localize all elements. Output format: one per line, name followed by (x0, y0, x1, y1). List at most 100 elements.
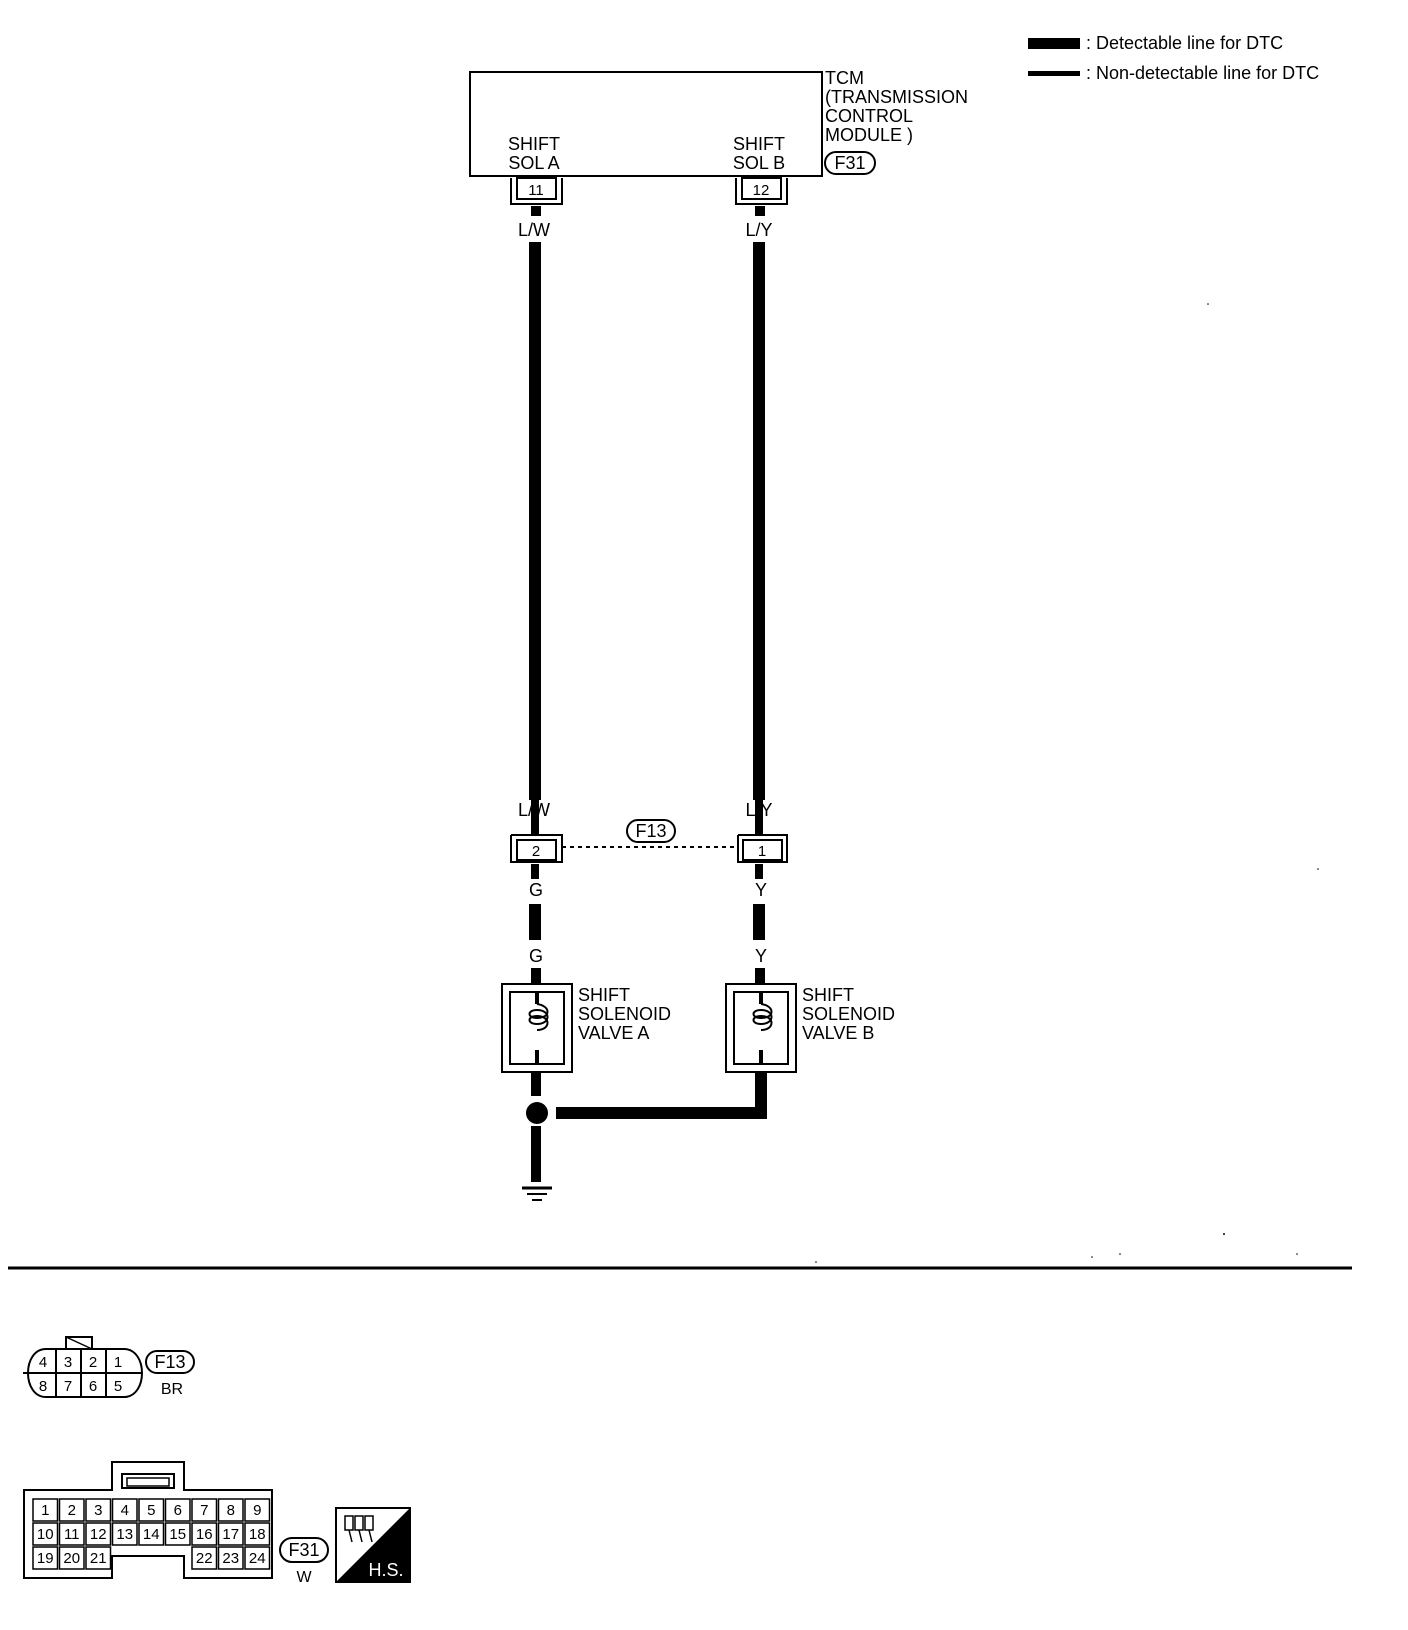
f31-pin-21-cell (85, 1546, 112, 1570)
legend: : Detectable line for DTC : Non-detectab… (1028, 33, 1319, 83)
f31-pin-4-cell (111, 1498, 138, 1522)
f13-pin-2: 2 (89, 1354, 97, 1371)
junction-pin-1-number: 1 (758, 843, 766, 860)
f31-pin-18: 18 (249, 1526, 266, 1543)
f13-color: BR (161, 1381, 183, 1398)
f13-pin-8: 8 (39, 1378, 47, 1395)
solenoid-a: SHIFT SOLENOID VALVE A (501, 983, 671, 1073)
f31-pin-8: 8 (227, 1502, 235, 1519)
f31-pin-14-cell (138, 1522, 165, 1546)
f31-pin-16: 16 (196, 1526, 213, 1543)
wire-b-sol-color: Y (755, 946, 767, 966)
f31-id: F31 (288, 1540, 319, 1560)
tcm-box (469, 71, 823, 177)
legend-non-detectable-swatch (1028, 71, 1080, 76)
solenoid-b: SHIFT SOLENOID VALVE B (725, 983, 895, 1073)
wire-b-detectable-segment (753, 242, 765, 800)
ground-icon (522, 1186, 552, 1201)
f31-pin-22: 22 (196, 1550, 213, 1567)
f31-pin-17-cell (217, 1522, 244, 1546)
hs-badge: H.S. (335, 1507, 411, 1583)
tcm-pin-11: 11 (510, 177, 563, 205)
wire-b-upper: L/Y L/Y (745, 206, 773, 820)
f31-pin-5: 5 (147, 1502, 155, 1519)
f13-pin-7: 7 (64, 1378, 72, 1395)
f31-pin-19: 19 (37, 1550, 54, 1567)
coil-a-icon (528, 1003, 549, 1031)
f31-pin-20: 20 (63, 1550, 80, 1567)
tcm-connector-id: F31 (834, 153, 865, 173)
junction-connector-id: F13 (635, 821, 666, 841)
junction-pin-1: 1 (737, 834, 788, 863)
tcm-terminal-a-label-2: SOL A (508, 153, 559, 173)
tcm-terminal-b-label-1: SHIFT (733, 134, 785, 154)
junction-pin-2-number: 2 (532, 843, 540, 860)
f31-pin-22-cell (191, 1546, 218, 1570)
f31-pin-9-cell (244, 1498, 271, 1522)
f31-color: W (296, 1569, 312, 1586)
f13-id-bubble (145, 1350, 195, 1374)
f13-pin-4: 4 (39, 1354, 47, 1371)
scan-specks (815, 303, 1319, 1263)
wire-b-lower: Y Y (753, 800, 767, 984)
wire-a-top-color: L/W (518, 220, 550, 240)
tcm-title-line-2: (TRANSMISSION (825, 87, 968, 107)
f31-pin-12-cell (85, 1522, 112, 1546)
f31-pin-11: 11 (64, 1526, 80, 1543)
f31-pin-18-cell (244, 1522, 271, 1546)
connector-f13-face: 4 3 2 1 8 7 6 5 F13 BR (23, 1336, 195, 1398)
f31-pin-3: 3 (94, 1502, 102, 1519)
coil-b-icon (752, 1003, 773, 1031)
legend-non-detectable-text: : Non-detectable line for DTC (1086, 63, 1319, 83)
junction-f13: F13 2 1 (510, 819, 788, 863)
f31-pin-16-cell (191, 1522, 218, 1546)
f31-pin-11-cell (58, 1522, 85, 1546)
f31-pin-23-cell (217, 1546, 244, 1570)
f31-pin-1-cell (32, 1498, 59, 1522)
splice-dot (526, 1102, 548, 1124)
tcm-terminal-b-label-2: SOL B (733, 153, 785, 173)
junction-pin-2: 2 (510, 834, 563, 863)
tcm-title-line-3: CONTROL (825, 106, 913, 126)
f31-pin-9: 9 (253, 1502, 261, 1519)
f13-pin-3: 3 (64, 1354, 72, 1371)
wire-a-low-color: G (529, 880, 543, 900)
f31-pin-7: 7 (200, 1502, 208, 1519)
legend-detectable-text: : Detectable line for DTC (1086, 33, 1283, 53)
solenoid-a-label-2: SOLENOID (578, 1004, 671, 1024)
f31-pin-21: 21 (90, 1550, 107, 1567)
f31-pin-5-cell (138, 1498, 165, 1522)
f13-pin-1: 1 (114, 1354, 122, 1371)
solenoid-b-label-2: SOLENOID (802, 1004, 895, 1024)
f31-pin-15-cell (164, 1522, 191, 1546)
f13-id: F13 (154, 1352, 185, 1372)
tcm-title-line-4: MODULE ) (825, 125, 913, 145)
f31-pin-4: 4 (121, 1502, 129, 1519)
f31-pin-2: 2 (68, 1502, 76, 1519)
legend-detectable-swatch (1028, 38, 1080, 49)
hs-badge-text: H.S. (368, 1560, 403, 1580)
tcm-pin-11-number: 11 (528, 182, 544, 199)
tcm-pin-12: 12 (735, 177, 788, 205)
f31-pin-7-cell (191, 1498, 218, 1522)
f31-pin-3-cell (85, 1498, 112, 1522)
f31-id-bubble (279, 1537, 329, 1563)
f31-pin-13: 13 (116, 1526, 133, 1543)
f31-pin-24: 24 (249, 1550, 266, 1567)
f31-pin-1: 1 (41, 1502, 49, 1519)
f31-pin-20-cell (58, 1546, 85, 1570)
wire-a-sol-color: G (529, 946, 543, 966)
wire-a-lower: G G (529, 800, 543, 984)
f31-pin-6: 6 (174, 1502, 182, 1519)
wire-b-top-color: L/Y (745, 220, 772, 240)
tcm-module: TCM (TRANSMISSION CONTROL MODULE ) F31 S… (469, 68, 968, 205)
solenoid-b-label-3: VALVE B (802, 1023, 874, 1043)
f31-pin-14: 14 (143, 1526, 160, 1543)
wire-a-detectable-segment (529, 242, 541, 800)
tcm-terminal-a-label-1: SHIFT (508, 134, 560, 154)
f13-pin-6: 6 (89, 1378, 97, 1395)
f31-pin-17: 17 (222, 1526, 239, 1543)
